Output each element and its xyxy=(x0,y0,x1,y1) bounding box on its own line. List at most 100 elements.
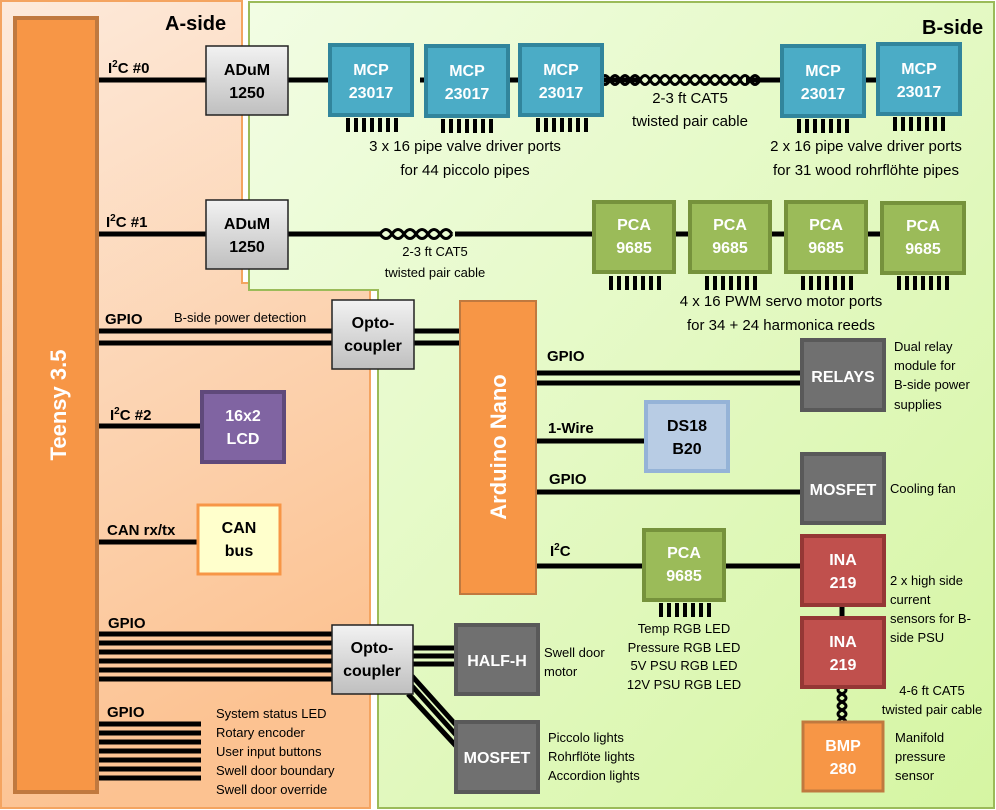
pca9685-4[interactable]: PCA 9685 xyxy=(880,201,966,275)
svg-text:BMP: BMP xyxy=(825,738,861,755)
relays-module[interactable]: RELAYS xyxy=(800,338,886,412)
svg-text:User input buttons: User input buttons xyxy=(216,744,322,759)
chip-pin xyxy=(584,118,588,132)
half-h-bridge[interactable]: HALF-H xyxy=(454,623,540,696)
svg-text:ADuM: ADuM xyxy=(224,62,270,79)
mcp23017-5[interactable]: MCP 23017 xyxy=(876,42,962,116)
chip-pin xyxy=(386,118,390,132)
ds18b20-sensor[interactable]: DS18 B20 xyxy=(644,400,730,473)
cable-note-bmp: 4-6 ft CAT5 twisted pair cable xyxy=(882,683,982,717)
svg-text:23017: 23017 xyxy=(801,86,846,103)
chip-pin xyxy=(797,119,801,133)
svg-text:ADuM: ADuM xyxy=(224,216,270,233)
pca9685-1[interactable]: PCA 9685 xyxy=(592,200,676,274)
svg-text:Swell door boundary: Swell door boundary xyxy=(216,763,335,778)
harmonica-note: 4 x 16 PWM servo motor ports for 34 + 24… xyxy=(680,293,883,334)
adum1250-i2c0[interactable]: ADuM 1250 xyxy=(205,45,289,116)
can-bus[interactable]: CAN bus xyxy=(196,503,282,576)
led-note: Temp RGB LED Pressure RGB LED 5V PSU RGB… xyxy=(627,621,741,692)
svg-text:2 x 16 pipe valve driver ports: 2 x 16 pipe valve driver ports xyxy=(770,138,962,155)
swell-note: Swell door motor xyxy=(544,645,605,679)
teensy-module[interactable]: Teensy 3.5 xyxy=(13,16,99,794)
svg-text:9685: 9685 xyxy=(666,568,702,585)
svg-text:Temp RGB LED: Temp RGB LED xyxy=(638,621,730,636)
svg-text:motor: motor xyxy=(544,664,578,679)
cable-note-top: 2-3 ft CAT5 twisted pair cable xyxy=(632,90,748,130)
svg-text:PCA: PCA xyxy=(667,545,701,562)
svg-text:pressure: pressure xyxy=(895,749,946,764)
chip-pin xyxy=(449,119,453,133)
chip-pin xyxy=(568,118,572,132)
svg-text:sensors for B-: sensors for B- xyxy=(890,611,971,626)
chip-pin xyxy=(729,276,733,290)
chip-pin xyxy=(721,276,725,290)
chip-pin xyxy=(576,118,580,132)
svg-text:PCA: PCA xyxy=(809,217,843,234)
chip-pin xyxy=(925,117,929,131)
chip-pin xyxy=(913,276,917,290)
svg-text:DS18: DS18 xyxy=(667,418,707,435)
chip-pin xyxy=(362,118,366,132)
nano-i2c-label: I2C xyxy=(550,542,571,560)
mcp23017-3[interactable]: MCP 23017 xyxy=(518,43,604,117)
mosfet-lights[interactable]: MOSFET xyxy=(454,720,540,794)
svg-text:PCA: PCA xyxy=(906,218,940,235)
pca9685-3[interactable]: PCA 9685 xyxy=(784,200,868,274)
gpio-local-label: GPIO xyxy=(107,704,145,721)
chip-pin xyxy=(625,276,629,290)
chip-pin xyxy=(901,117,905,131)
svg-text:LCD: LCD xyxy=(227,431,260,448)
chip-pin xyxy=(473,119,477,133)
chip-pin xyxy=(675,603,679,617)
chip-pin xyxy=(941,117,945,131)
svg-text:2-3 ft CAT5: 2-3 ft CAT5 xyxy=(402,244,468,259)
svg-text:4 x 16 PWM servo motor ports: 4 x 16 PWM servo motor ports xyxy=(680,293,883,310)
pca9685-2[interactable]: PCA 9685 xyxy=(688,200,772,274)
ina219-bottom[interactable]: INA 219 xyxy=(800,616,886,689)
bmp280-sensor[interactable]: BMP 280 xyxy=(801,720,885,793)
svg-text:coupler: coupler xyxy=(344,338,402,355)
chip-pin xyxy=(833,276,837,290)
gpio-local-note: System status LED Rotary encoder User in… xyxy=(216,706,335,797)
chip-pin xyxy=(489,119,493,133)
optocoupler-top[interactable]: Opto- coupler xyxy=(331,299,415,370)
svg-text:Piccolo lights: Piccolo lights xyxy=(548,730,624,745)
svg-text:twisted pair cable: twisted pair cable xyxy=(882,702,982,717)
chip-pin xyxy=(633,276,637,290)
arduino-nano-module[interactable]: Arduino Nano xyxy=(459,300,537,595)
mosfet-fan[interactable]: MOSFET xyxy=(800,452,886,525)
svg-text:23017: 23017 xyxy=(349,85,394,102)
svg-text:INA: INA xyxy=(829,634,857,651)
svg-text:for 44 piccolo pipes: for 44 piccolo pipes xyxy=(400,162,529,179)
chip-pins xyxy=(346,117,949,617)
gpio-opto-label: GPIO xyxy=(108,615,146,632)
chip-pin xyxy=(691,603,695,617)
svg-text:MCP: MCP xyxy=(353,62,389,79)
mcp23017-4[interactable]: MCP 23017 xyxy=(780,44,866,118)
optocoupler-bottom[interactable]: Opto- coupler xyxy=(331,624,414,695)
svg-text:twisted pair cable: twisted pair cable xyxy=(632,113,748,130)
svg-text:Rotary encoder: Rotary encoder xyxy=(216,725,306,740)
lcd-16x2[interactable]: 16x2 LCD xyxy=(200,390,286,464)
chip-pin xyxy=(641,276,645,290)
mcp23017-2[interactable]: MCP 23017 xyxy=(424,44,510,118)
pca9685-led[interactable]: PCA 9685 xyxy=(642,528,726,602)
chip-pin xyxy=(845,119,849,133)
svg-text:MOSFET: MOSFET xyxy=(464,750,531,767)
svg-text:9685: 9685 xyxy=(616,240,652,257)
svg-text:B20: B20 xyxy=(672,441,701,458)
ina219-top[interactable]: INA 219 xyxy=(800,534,886,607)
b-side-title: B-side xyxy=(922,17,983,39)
svg-text:9685: 9685 xyxy=(905,241,941,258)
chip-pin xyxy=(909,117,913,131)
chip-pin xyxy=(649,276,653,290)
nano-onewire-label: 1-Wire xyxy=(548,420,594,437)
mcp23017-1[interactable]: MCP 23017 xyxy=(328,43,414,117)
chip-pin xyxy=(536,118,540,132)
adum1250-i2c1[interactable]: ADuM 1250 xyxy=(205,199,289,270)
svg-text:23017: 23017 xyxy=(539,85,584,102)
chip-pin xyxy=(370,118,374,132)
chip-pin xyxy=(745,276,749,290)
svg-text:for 34 + 24 harmonica reeds: for 34 + 24 harmonica reeds xyxy=(687,317,875,334)
chip-pin xyxy=(921,276,925,290)
